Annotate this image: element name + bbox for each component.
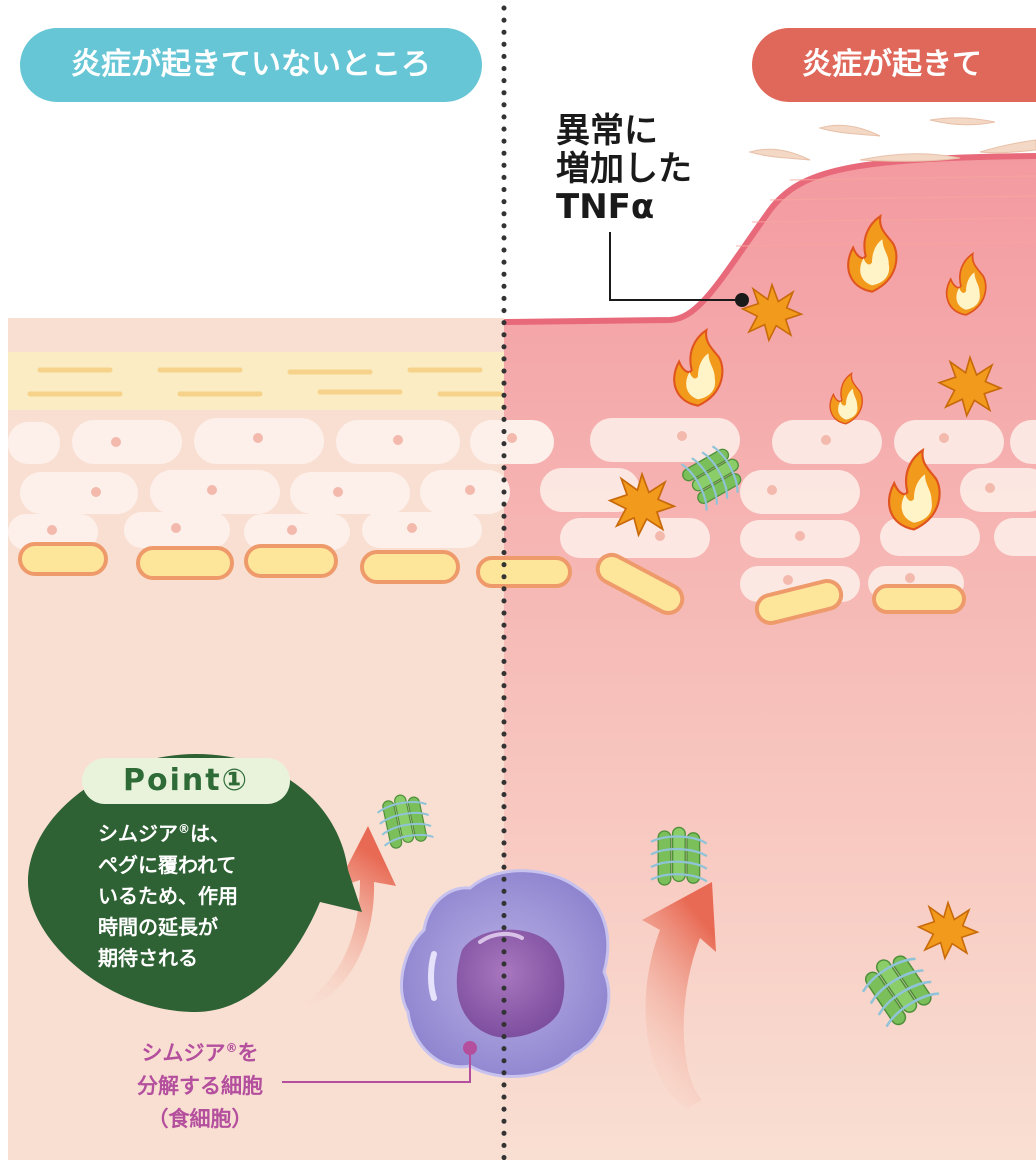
header-right: 炎症が起きて	[752, 28, 1036, 102]
cell-line-3: （食細胞）	[147, 1107, 253, 1131]
point-title: Point①	[82, 758, 290, 804]
antibody-drug-icon	[649, 826, 708, 887]
point-line-2: ペグに覆われて	[98, 852, 237, 877]
point-line-4: 時間の延長が	[98, 914, 218, 939]
cell-line-1-rest: を	[237, 1041, 259, 1065]
registered-mark: ®	[225, 1041, 238, 1055]
point-line-5: 期待される	[98, 945, 198, 970]
curved-arrow-icon	[642, 882, 716, 1108]
cell-line-1: シムジア	[141, 1041, 226, 1065]
curved-arrow-icon	[286, 826, 396, 1011]
registered-mark: ®	[178, 822, 190, 836]
cell-line-2: 分解する細胞	[137, 1074, 263, 1098]
tnf-label: 異常に 増加した TNFα	[556, 111, 692, 227]
point-bubble	[28, 754, 362, 1012]
point-text: シムジア®は、 ペグに覆われて いるため、作用 時間の延長が 期待される	[98, 814, 298, 974]
point-line-1-rest: は、	[190, 821, 230, 846]
point-line-3: いるため、作用	[98, 883, 238, 908]
header-left: 炎症が起きていないところ	[20, 28, 482, 102]
point-line-1: シムジア	[98, 821, 178, 846]
phagocyte-label: シムジア®を 分解する細胞 （食細胞）	[100, 1032, 300, 1136]
